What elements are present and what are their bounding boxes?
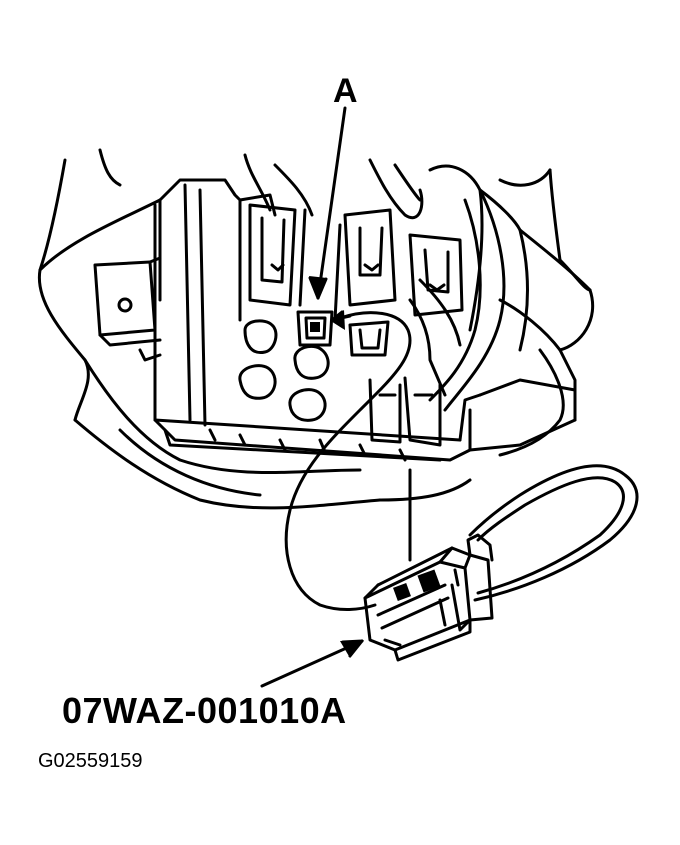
jumper-wire <box>284 311 639 611</box>
right-connectors <box>368 278 462 447</box>
figure-id-label: G02559159 <box>38 750 143 772</box>
relay-slots <box>248 203 464 322</box>
callout-a-arrow <box>308 106 347 300</box>
part-leader-arrowhead <box>340 640 364 658</box>
fuse-cluster <box>238 319 390 422</box>
callout-label-a: A <box>333 72 358 110</box>
wire-harness <box>428 188 529 412</box>
socket-arrowhead <box>330 310 345 330</box>
callout-a-arrowhead <box>309 276 327 300</box>
target-socket-a <box>296 310 334 347</box>
dashboard-panel <box>37 148 595 422</box>
jumper-connector <box>363 533 494 662</box>
part-number-label: 07WAZ-001010A <box>62 690 347 731</box>
